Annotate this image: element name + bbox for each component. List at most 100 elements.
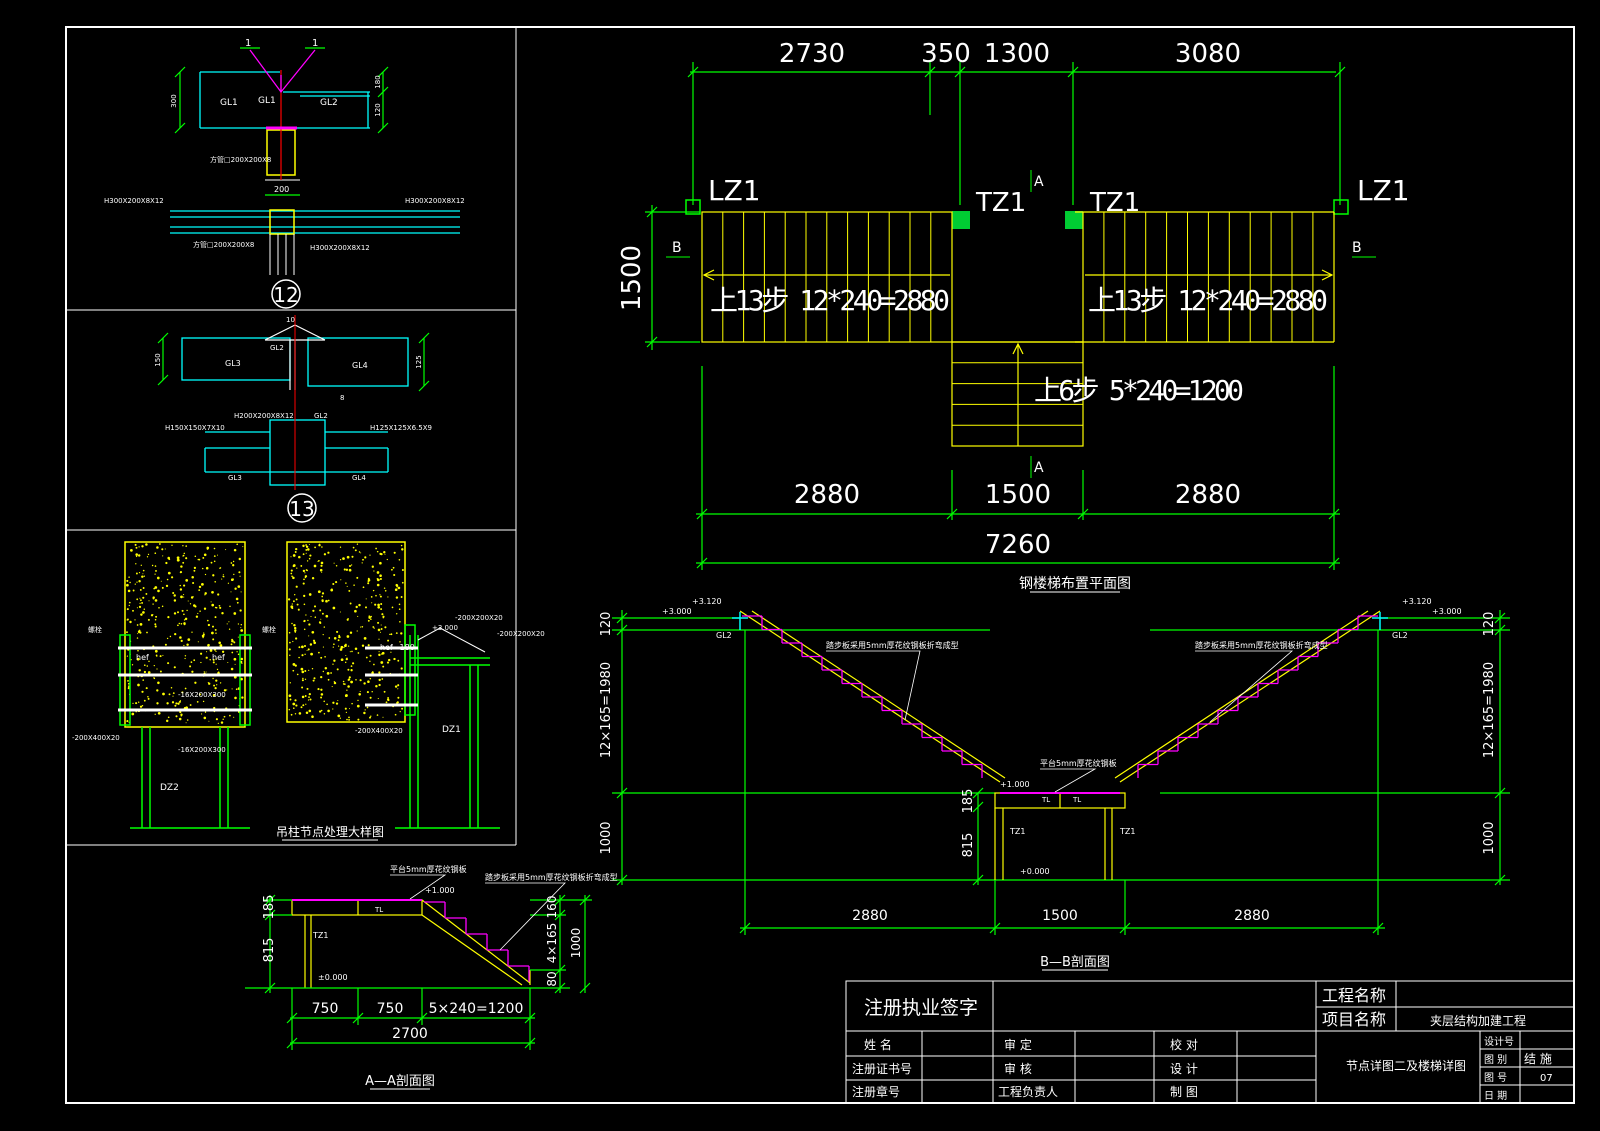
concrete-speckle	[203, 632, 205, 634]
concrete-speckle	[135, 546, 138, 549]
concrete-speckle	[302, 569, 306, 573]
concrete-speckle	[375, 594, 377, 597]
concrete-speckle	[234, 587, 237, 590]
concrete-speckle	[346, 585, 348, 587]
bb-bottom-dim-3: 2880	[1234, 908, 1270, 924]
concrete-speckle	[236, 601, 239, 604]
concrete-speckle	[225, 549, 227, 551]
concrete-speckle	[312, 679, 315, 682]
concrete-speckle	[178, 700, 181, 703]
bb-elev-right-top: +3.120	[1402, 597, 1432, 606]
concrete-speckle	[350, 680, 353, 684]
concrete-speckle	[158, 543, 161, 545]
concrete-speckle	[206, 619, 209, 622]
concrete-speckle	[183, 623, 186, 626]
concrete-speckle	[141, 704, 144, 707]
d13-d150: 150	[154, 353, 162, 366]
concrete-speckle	[307, 648, 310, 651]
aa-right-dim-80: 80	[545, 971, 559, 986]
concrete-speckle	[343, 568, 346, 571]
tb-drawing-no-label: 图 号	[1484, 1072, 1507, 1084]
concrete-speckle	[303, 578, 305, 581]
concrete-speckle	[305, 545, 309, 549]
concrete-speckle	[166, 637, 169, 640]
concrete-speckle	[393, 551, 396, 554]
concrete-speckle	[180, 595, 183, 599]
concrete-speckle	[309, 698, 312, 701]
concrete-speckle	[294, 664, 297, 667]
concrete-speckle	[340, 579, 342, 581]
concrete-speckle	[189, 603, 192, 605]
concrete-speckle	[387, 596, 389, 598]
concrete-speckle	[194, 681, 197, 684]
concrete-speckle	[387, 639, 390, 642]
concrete-speckle	[171, 701, 175, 704]
concrete-speckle	[397, 659, 400, 662]
concrete-speckle	[393, 657, 396, 661]
concrete-speckle	[205, 656, 208, 659]
detail-13: GL3 GL4 GL2 GL2 GL3 GL4 H200X200X8X12 H1…	[154, 315, 432, 523]
concrete-speckle	[173, 612, 177, 615]
concrete-speckle	[126, 655, 128, 657]
concrete-speckle	[179, 636, 182, 639]
concrete-speckle	[383, 587, 386, 589]
concrete-speckle	[313, 641, 317, 645]
concrete-speckle	[233, 612, 237, 615]
concrete-speckle	[326, 672, 330, 675]
concrete-speckle	[356, 543, 359, 545]
concrete-speckle	[197, 641, 199, 643]
concrete-speckle	[294, 626, 297, 630]
concrete-speckle	[186, 643, 189, 646]
d13-h-right: H125X125X6.5X9	[370, 424, 432, 432]
concrete-speckle	[140, 564, 142, 566]
concrete-speckle	[223, 576, 225, 578]
concrete-speckle	[139, 631, 142, 634]
concrete-speckle	[218, 641, 221, 645]
concrete-speckle	[382, 665, 385, 668]
concrete-speckle	[372, 590, 374, 592]
concrete-speckle	[292, 576, 295, 580]
concrete-speckle	[305, 569, 308, 571]
concrete-speckle	[172, 695, 174, 697]
concrete-speckle	[147, 697, 150, 700]
concrete-speckle	[346, 555, 350, 559]
concrete-speckle	[348, 589, 351, 592]
concrete-speckle	[202, 567, 204, 570]
d12-pipe1: 方管□200X200X8	[210, 155, 271, 164]
concrete-speckle	[154, 623, 157, 626]
concrete-speckle	[140, 613, 143, 616]
concrete-speckle	[219, 644, 223, 647]
concrete-speckle	[238, 571, 241, 574]
aa-left-dim-185: 185	[262, 895, 277, 920]
concrete-speckle	[234, 663, 236, 665]
concrete-speckle	[183, 596, 185, 598]
concrete-speckle	[293, 707, 295, 709]
concrete-speckle	[154, 573, 156, 575]
concrete-speckle	[330, 672, 332, 674]
concrete-speckle	[370, 715, 372, 717]
left-dim-1500: 1500	[617, 245, 647, 311]
section-aa: 185 815 160 4×165 1000 80 750 750 5×240=…	[245, 864, 618, 1090]
concrete-speckle	[371, 565, 374, 568]
concrete-speckle	[131, 664, 134, 666]
concrete-speckle	[346, 718, 348, 721]
bb-tz1-right: TZ1	[1119, 827, 1135, 836]
concrete-speckle	[288, 694, 292, 698]
top-dim-4: 3080	[1175, 39, 1241, 69]
d12-h-bot: H300X200X8X12	[310, 244, 370, 252]
concrete-speckle	[154, 618, 157, 621]
concrete-speckle	[346, 618, 349, 621]
concrete-speckle	[349, 631, 353, 634]
concrete-speckle	[307, 699, 310, 701]
concrete-speckle	[158, 607, 160, 609]
concrete-speckle	[221, 578, 223, 580]
concrete-speckle	[308, 623, 311, 626]
concrete-speckle	[308, 692, 311, 696]
bb-right-dim-1000: 1000	[1482, 821, 1497, 854]
concrete-speckle	[354, 609, 357, 613]
concrete-speckle	[152, 603, 154, 605]
tz1-left-label: TZ1	[975, 188, 1026, 218]
concrete-speckle	[380, 603, 383, 605]
concrete-speckle	[397, 696, 400, 699]
concrete-speckle	[207, 623, 211, 627]
